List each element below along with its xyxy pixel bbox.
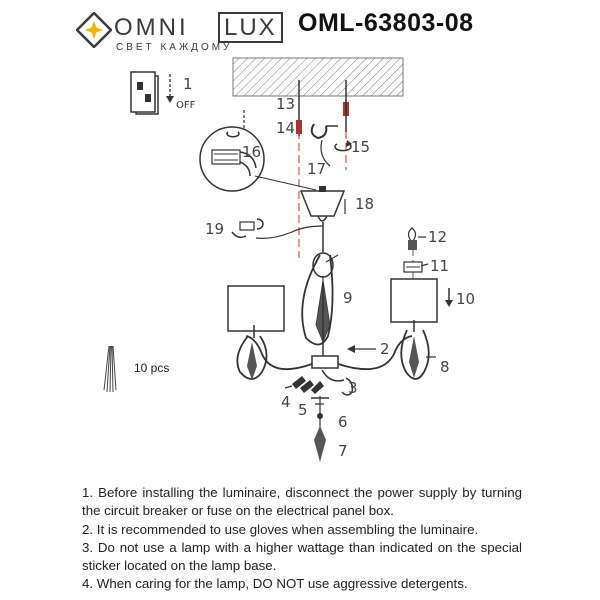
mounting-hook-icon bbox=[310, 123, 338, 140]
off-arrow-icon bbox=[166, 74, 174, 103]
part-label-4: 4 bbox=[281, 393, 291, 411]
down-arrow-icon bbox=[445, 288, 453, 307]
ceiling-screw-icon bbox=[296, 80, 349, 136]
part-label-14: 14 bbox=[276, 119, 295, 137]
part-label-3: 3 bbox=[348, 379, 358, 397]
instruction-3: 3. Do not use a lamp with a higher watta… bbox=[82, 539, 522, 574]
part-label-1: 1 bbox=[183, 75, 193, 93]
cable bbox=[255, 222, 324, 252]
ceiling bbox=[232, 57, 404, 97]
brand-name: OMNI bbox=[114, 14, 189, 41]
star-diamond-icon bbox=[76, 12, 112, 48]
arrow-left-icon bbox=[347, 345, 355, 353]
switch-state-label: OFF bbox=[176, 100, 196, 111]
part-label-6: 6 bbox=[338, 413, 348, 431]
wall-switch-icon bbox=[130, 71, 159, 115]
part-label-19: 19 bbox=[205, 220, 224, 238]
part-label-15: 15 bbox=[351, 138, 370, 156]
cable-tie-icon bbox=[231, 218, 264, 239]
brand-tagline: СВЕТ КАЖДОМУ bbox=[116, 42, 233, 53]
instruction-2: 2. It is recommended to use gloves when … bbox=[82, 521, 479, 537]
socket-ring bbox=[403, 261, 423, 273]
part-label-18: 18 bbox=[355, 195, 374, 213]
bulb-icon bbox=[407, 227, 417, 250]
hook-arrow-icon bbox=[320, 139, 331, 167]
part-label-11: 11 bbox=[430, 257, 449, 275]
part-label-7: 7 bbox=[338, 442, 348, 460]
right-candle-cup bbox=[400, 320, 430, 380]
part-label-8: 8 bbox=[440, 358, 450, 376]
part-labels: 1 2 3 4 5 6 7 8 9 10 11 12 13 14 15 16 1… bbox=[183, 75, 475, 460]
canopy bbox=[299, 186, 346, 222]
wire-connectors bbox=[292, 376, 324, 394]
part-label-5: 5 bbox=[298, 401, 308, 419]
instruction-1: 1. Before installing the luminaire, disc… bbox=[82, 485, 522, 519]
brand-logo: OMNI LUX СВЕТ КАЖДОМУ bbox=[76, 8, 306, 58]
callout-arrows bbox=[284, 236, 436, 405]
right-shade bbox=[390, 278, 438, 323]
model-number: OML-63803-08 bbox=[298, 9, 474, 37]
rotate-arrow-icon bbox=[334, 140, 352, 152]
brand-name-boxed: LUX bbox=[218, 12, 283, 43]
accessory-bundle-icon bbox=[103, 345, 117, 393]
finial-pendant bbox=[311, 396, 329, 462]
part-label-12: 12 bbox=[428, 228, 447, 246]
left-candle-cup bbox=[236, 325, 268, 380]
wire-detail-magnifier bbox=[199, 110, 317, 192]
part-label-13: 13 bbox=[276, 95, 295, 113]
part-label-2: 2 bbox=[380, 340, 390, 358]
accessory-count: 10 pcs bbox=[134, 361, 170, 375]
part-label-10: 10 bbox=[456, 290, 475, 308]
part-label-17: 17 bbox=[307, 160, 326, 178]
part-label-9: 9 bbox=[343, 289, 353, 307]
chandelier-body bbox=[245, 252, 413, 396]
instructions: 1. Before installing the luminaire, disc… bbox=[82, 484, 522, 594]
assembly-diagram: OFF bbox=[103, 57, 475, 462]
part-label-16: 16 bbox=[242, 143, 261, 161]
instruction-4: 4. When caring for the lamp, DO NOT use … bbox=[82, 576, 468, 592]
left-shade bbox=[227, 285, 285, 332]
